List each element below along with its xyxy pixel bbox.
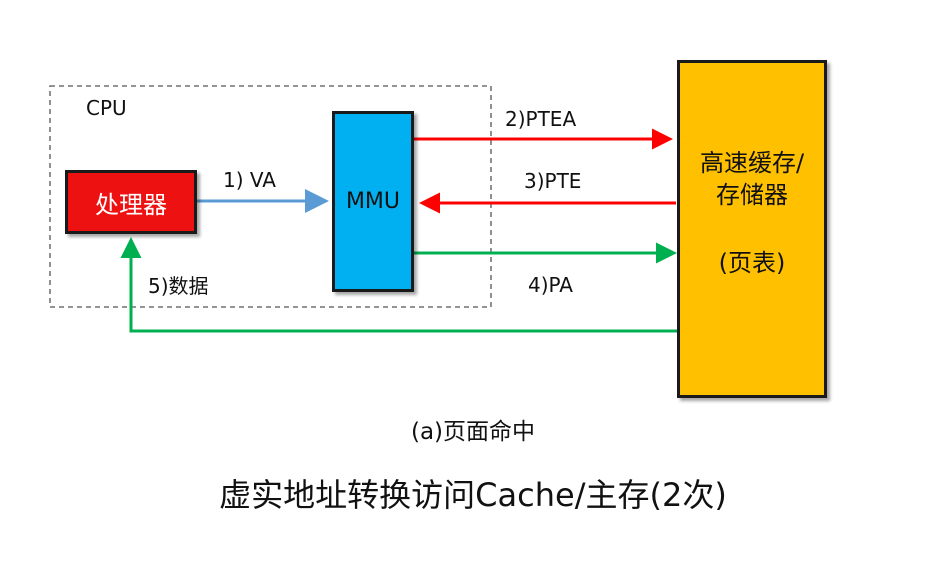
memory-label-line1: 高速缓存/ bbox=[699, 149, 805, 177]
edge-label-pte: 3)PTE bbox=[524, 169, 582, 193]
edge-label-data: 5)数据 bbox=[148, 274, 209, 298]
memory-box: 高速缓存/ 存储器 (页表) bbox=[677, 60, 827, 398]
mmu-label: MMU bbox=[345, 189, 401, 214]
edge-label-ptea: 2)PTEA bbox=[505, 107, 577, 131]
edge-label-va: 1) VA bbox=[223, 168, 276, 192]
caption-subtitle: (a)页面命中 bbox=[410, 419, 536, 445]
mmu-box: MMU bbox=[332, 111, 414, 292]
arrow-data bbox=[120, 237, 677, 333]
processor-label: 处理器 bbox=[95, 190, 167, 219]
processor-box: 处理器 bbox=[65, 170, 197, 234]
cpu-label: CPU bbox=[86, 96, 127, 120]
memory-label-line3: (页表) bbox=[718, 249, 786, 277]
caption-title: 虚实地址转换访问Cache/主存(2次) bbox=[219, 476, 727, 514]
edge-label-pa: 4)PA bbox=[528, 273, 573, 297]
memory-label-line2: 存储器 bbox=[716, 181, 788, 209]
cpu-boundary bbox=[49, 85, 492, 308]
